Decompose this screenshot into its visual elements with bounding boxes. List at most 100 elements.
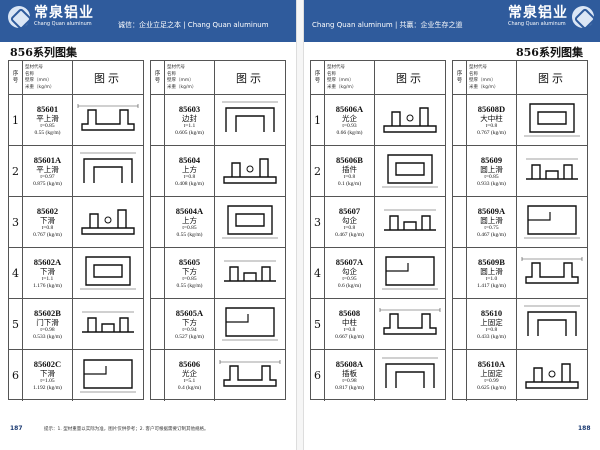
series-title-left: 856系列图集 — [10, 46, 77, 59]
profile-weight: 0.1 (kg/m) — [337, 180, 362, 187]
row-seq — [453, 197, 467, 247]
profile-figure — [375, 299, 445, 349]
right-logo-cn: 常泉铝业 — [508, 5, 568, 21]
profile-name: 中柱 — [342, 317, 357, 327]
profile-thickness: t=0.93 — [342, 122, 357, 129]
profile-weight: 0.4 (kg/m) — [177, 385, 202, 391]
profile-figure — [215, 95, 285, 145]
header-figure: 图示 — [396, 71, 424, 85]
page-number-left: 187 — [10, 425, 23, 432]
page-number-right: 188 — [578, 425, 591, 432]
series-title-right: 856系列图集 — [516, 46, 583, 59]
profile-thickness: t=0.8 — [485, 122, 498, 129]
profile-weight: 0.933 (kg/m) — [477, 180, 506, 187]
profile-85606B-icon — [378, 147, 442, 195]
left-logo: 常泉铝业 Chang Quan aluminum — [8, 5, 94, 28]
profile-85602C-icon — [76, 352, 140, 400]
header-seq-text: 序 — [154, 70, 161, 77]
header-info-line: 名称 — [327, 71, 336, 77]
row-seq: 5 — [9, 299, 23, 349]
header-info-line: 壁厚（mm） — [469, 78, 496, 83]
header-info: 型材代号名称壁厚（mm）米重（kg/m） — [165, 61, 215, 94]
profile-figure — [73, 299, 143, 349]
profile-code: 85608D — [477, 103, 506, 114]
profile-figure — [73, 248, 143, 298]
row-seq: 1 — [9, 95, 23, 145]
row-seq: 6 — [9, 350, 23, 401]
profile-code: 85606B — [336, 154, 363, 165]
left-logo-cn: 常泉铝业 — [34, 5, 94, 21]
right-logo-en: Chang Quan aluminum — [508, 21, 566, 27]
header-seq-text: 号 — [154, 77, 161, 84]
profile-figure — [517, 350, 587, 401]
profile-name: 勾企 — [342, 266, 357, 276]
row-seq — [453, 146, 467, 196]
header-seq: 序号 — [311, 61, 325, 94]
header-figure: 图示 — [538, 71, 566, 85]
profile-thickness: t=0.85 — [182, 275, 197, 282]
profile-thickness: t=0.85 — [40, 122, 55, 129]
profile-code: 85609A — [477, 205, 506, 216]
profile-figure — [73, 146, 143, 196]
right-slogan: Chang Quan aluminum | 共赢：企业生存之道 — [312, 21, 463, 29]
profile-85604A-icon — [218, 198, 282, 246]
profile-thickness: t=0.85 — [484, 173, 499, 180]
row-seq — [151, 146, 165, 196]
profile-name: 插件 — [342, 164, 357, 174]
header-seq-text: 号 — [314, 77, 321, 84]
header-seq: 序号 — [9, 61, 23, 94]
profile-thickness: t=0.8 — [485, 326, 498, 333]
header-figure: 图示 — [236, 71, 264, 85]
header-info-line: 型材代号 — [327, 65, 345, 70]
profile-85608A-icon — [378, 352, 442, 400]
profile-name: 上固定 — [480, 317, 503, 327]
header-seq-text: 序 — [314, 70, 321, 77]
profile-thickness: t=1.0 — [485, 275, 498, 282]
header-seq-text: 序 — [456, 70, 463, 77]
profile-thickness: t=0.99 — [484, 378, 499, 384]
header-seq-text: 号 — [456, 77, 463, 84]
row-seq — [453, 350, 467, 401]
profile-85609-icon — [520, 147, 584, 195]
profile-weight: 0.667 (kg/m) — [335, 333, 364, 340]
profile-weight: 0.467 (kg/m) — [477, 231, 506, 238]
header-info-line: 米重（kg/m） — [327, 84, 357, 90]
header-info-line: 米重（kg/m） — [167, 84, 197, 90]
profile-85602A-icon — [76, 249, 140, 297]
profile-thickness: t=0.98 — [40, 326, 55, 333]
profile-85601A-icon — [76, 147, 140, 195]
profile-thickness: t=0.8 — [41, 224, 54, 231]
row-seq — [453, 248, 467, 298]
header-info: 型材代号名称壁厚（mm）米重（kg/m） — [467, 61, 517, 94]
row-seq: 2 — [311, 146, 325, 196]
profile-name: 上方 — [182, 215, 197, 225]
profile-name: 下方 — [182, 317, 197, 327]
profile-name: 勾企 — [342, 215, 357, 225]
profile-weight: 0.433 (kg/m) — [477, 333, 506, 340]
footnote: 提示：1. 型材重量以实际为准，图片仅供参考；2. 客户可根据需要订制其他规格。 — [44, 427, 209, 432]
profile-85605-icon — [218, 249, 282, 297]
profile-figure — [517, 197, 587, 247]
right-logo: 常泉铝业 Chang Quan aluminum — [504, 5, 594, 28]
table-header: 序号型材代号名称壁厚（mm）米重（kg/m）图示 — [9, 61, 143, 95]
profile-weight: 0.66 (kg/m) — [336, 129, 363, 136]
profile-85609B-icon — [520, 249, 584, 297]
